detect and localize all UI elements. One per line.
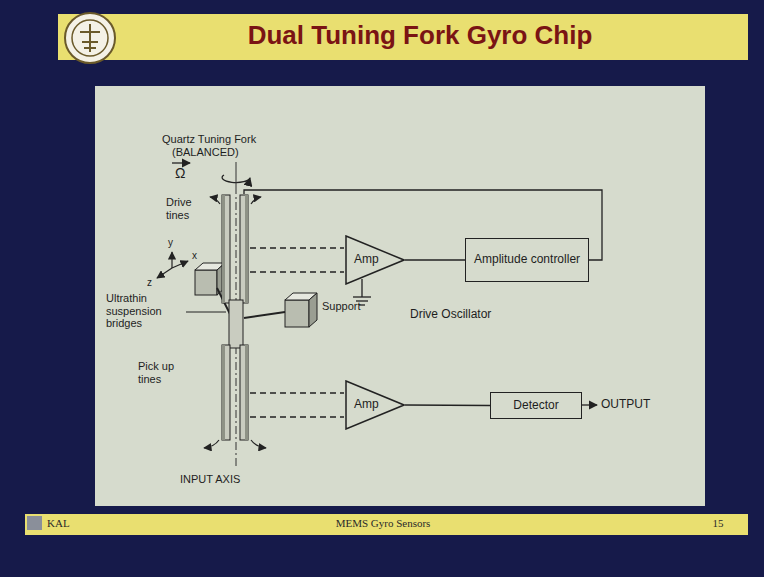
part-label: Ultrathin suspension bridges (106, 292, 182, 330)
part-label: Support (322, 300, 361, 313)
drive-tine (222, 195, 230, 303)
diagram-panel (95, 86, 705, 506)
axis-label: y (168, 237, 173, 249)
part-label: Drive tines (166, 196, 206, 221)
logo (65, 13, 115, 63)
signal-wire (405, 259, 465, 260)
electrode-line (250, 248, 344, 417)
motion-arrow (251, 440, 266, 448)
slide-title: Dual Tuning Fork Gyro Chip (140, 21, 700, 51)
part-label: Pick up tines (138, 360, 190, 385)
amplifier: Amp (345, 380, 405, 430)
node-label: Amplitude controller (474, 253, 580, 267)
node-label: Amp (354, 253, 379, 267)
footer-text: KAL (47, 517, 70, 530)
axis-label: x (192, 250, 197, 262)
motion-arrow (210, 197, 220, 204)
fork-stem (229, 300, 243, 348)
node-label: Amp (354, 398, 379, 412)
axis-label: z (147, 277, 152, 289)
pickup-tine (240, 345, 248, 440)
footer-text: MEMS Gyro Sensors (283, 517, 483, 530)
amplifier-triangle (346, 381, 404, 429)
axis-label: INPUT AXIS (180, 473, 240, 486)
footer-bar (25, 514, 748, 535)
process-box: Amplitude controller (465, 238, 589, 282)
signal-wire (405, 404, 490, 406)
leader-line (186, 312, 226, 313)
axis-symbol (157, 252, 188, 278)
support-block (195, 263, 225, 295)
block-label: Drive Oscillator (410, 308, 491, 322)
axis-top (236, 162, 237, 186)
title-bar (58, 14, 748, 60)
component-label: Quartz Tuning Fork (162, 133, 256, 146)
pickup-tine (222, 345, 230, 440)
amplifier-triangle (346, 236, 404, 284)
amplifier: Amp (345, 235, 405, 285)
rotation-symbol: Ω (175, 165, 185, 181)
motion-arrow (204, 440, 219, 448)
component-label: (BALANCED) (172, 146, 239, 159)
signal-label: OUTPUT (601, 398, 650, 412)
node-label: Detector (513, 399, 558, 413)
suspension-bridge (244, 312, 285, 318)
footer-icon (27, 516, 42, 530)
omega-vector (172, 162, 190, 163)
page-number: 15 (706, 517, 730, 530)
output-arrow (582, 404, 597, 405)
support-block (285, 293, 317, 327)
process-box: Detector (490, 392, 582, 419)
drive-tine (240, 195, 248, 303)
motion-arrow (251, 197, 261, 204)
